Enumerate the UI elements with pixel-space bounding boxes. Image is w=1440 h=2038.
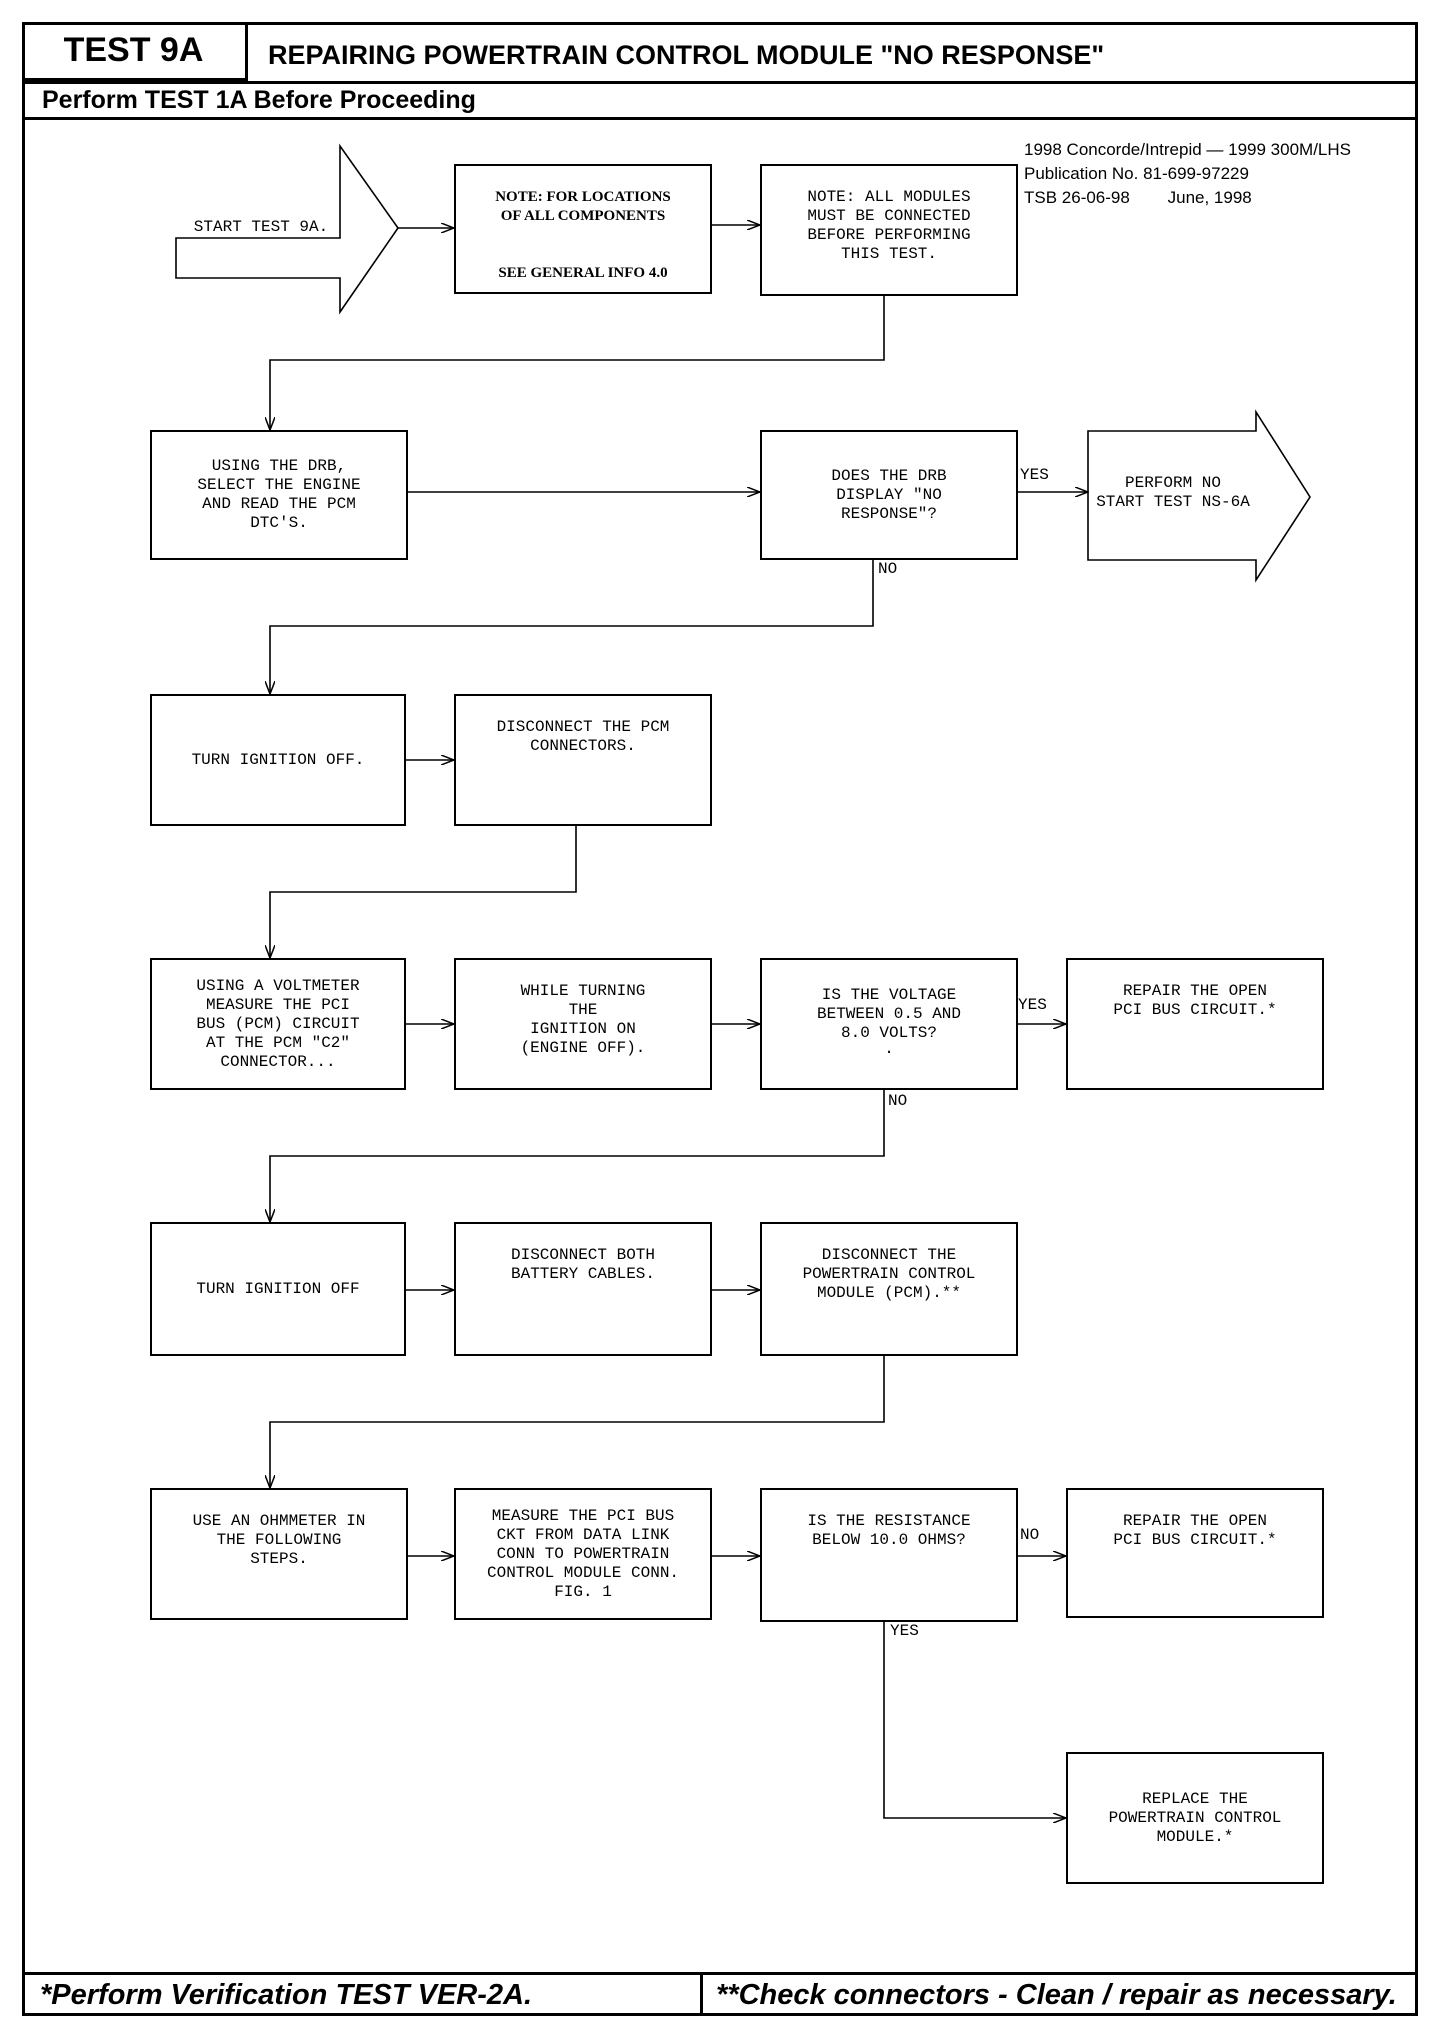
- use-ohmmeter-box: USE AN OHMMETER IN THE FOLLOWING STEPS.: [150, 1488, 408, 1620]
- disconnect-pcm-box: DISCONNECT THE PCM CONNECTORS.: [454, 694, 712, 826]
- is-voltage-decision: IS THE VOLTAGE BETWEEN 0.5 AND 8.0 VOLTS…: [760, 958, 1018, 1090]
- publication-info: 1998 Concorde/Intrepid — 1999 300M/LHS Pu…: [1024, 138, 1351, 210]
- does-drb-decision: DOES THE DRB DISPLAY "NO RESPONSE"?: [760, 430, 1018, 560]
- turn-ignition-off-box-1: TURN IGNITION OFF.: [150, 694, 406, 826]
- footer-connector-note: **Check connectors - Clean / repair as n…: [716, 1979, 1397, 2011]
- branch-yes-1: YES: [1020, 466, 1049, 484]
- perform-ns-arrow-shape: [1087, 409, 1311, 583]
- branch-yes-3: YES: [890, 1622, 919, 1640]
- branch-no-2: NO: [888, 1092, 908, 1110]
- footer-divider: [22, 1972, 1418, 1975]
- note-modules-box: NOTE: ALL MODULES MUST BE CONNECTED BEFO…: [760, 164, 1018, 296]
- header-divider: [22, 81, 1418, 84]
- publication-line-1: 1998 Concorde/Intrepid — 1999 300M/LHS: [1024, 140, 1351, 159]
- voltmeter-box: USING A VOLTMETER MEASURE THE PCI BUS (P…: [150, 958, 406, 1090]
- note-locations-box: NOTE: FOR LOCATIONS OF ALL COMPONENTS SE…: [454, 164, 712, 294]
- test-id: TEST 9A: [22, 22, 248, 81]
- subheader-divider: [22, 117, 1418, 120]
- repair-open-box-1: REPAIR THE OPEN PCI BUS CIRCUIT.*: [1066, 958, 1324, 1090]
- footer-verification-note: *Perform Verification TEST VER-2A.: [40, 1979, 533, 2011]
- branch-yes-2: YES: [1018, 996, 1047, 1014]
- branch-no-3: NO: [1020, 1526, 1040, 1544]
- publication-line-2: Publication No. 81-699-97229: [1024, 164, 1249, 183]
- branch-no-1: NO: [878, 560, 898, 578]
- start-test-label: START TEST 9A.: [193, 218, 329, 236]
- disconnect-module-box: DISCONNECT THE POWERTRAIN CONTROL MODULE…: [760, 1222, 1018, 1356]
- replace-module-box: REPLACE THE POWERTRAIN CONTROL MODULE.*: [1066, 1752, 1324, 1884]
- while-turning-box: WHILE TURNING THE IGNITION ON (ENGINE OF…: [454, 958, 712, 1090]
- is-resistance-decision: IS THE RESISTANCE BELOW 10.0 OHMS?: [760, 1488, 1018, 1622]
- footer-split: [700, 1972, 703, 2016]
- disconnect-battery-box: DISCONNECT BOTH BATTERY CABLES.: [454, 1222, 712, 1356]
- publication-line-3: TSB 26-06-98 June, 1998: [1024, 188, 1252, 207]
- using-drb-box: USING THE DRB, SELECT THE ENGINE AND REA…: [150, 430, 408, 560]
- measure-pci-box: MEASURE THE PCI BUS CKT FROM DATA LINK C…: [454, 1488, 712, 1620]
- perform-ns-label: PERFORM NO START TEST NS-6A: [1096, 474, 1250, 511]
- repair-open-box-2: REPAIR THE OPEN PCI BUS CIRCUIT.*: [1066, 1488, 1324, 1618]
- page-frame: [22, 22, 1418, 2016]
- page-title: REPAIRING POWERTRAIN CONTROL MODULE "NO …: [268, 40, 1105, 70]
- start-arrow-shape: [175, 143, 399, 315]
- turn-ignition-off-box-2: TURN IGNITION OFF: [150, 1222, 406, 1356]
- prerequisite-note: Perform TEST 1A Before Proceeding: [42, 86, 476, 114]
